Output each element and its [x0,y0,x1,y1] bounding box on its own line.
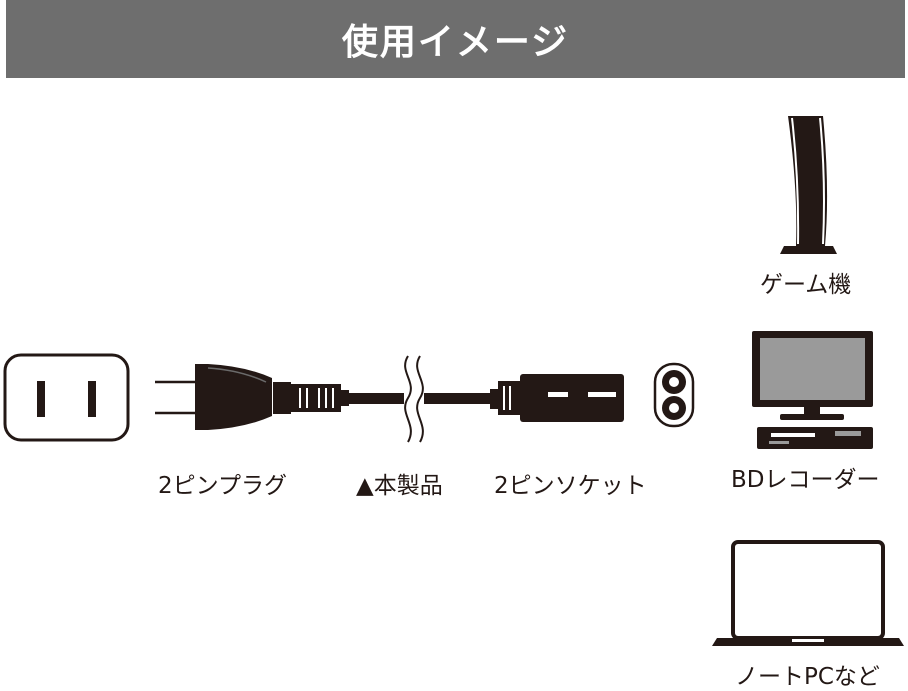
product-label: ▲本製品 [356,473,443,499]
socket-label: 2ピンソケット [494,473,647,499]
cable [349,355,495,443]
figure-eight-inlet-icon [653,362,695,428]
laptop-label: ノートPCなど [735,664,880,690]
two-pin-plug-icon [155,364,349,430]
bd-recorder-icon [757,427,873,449]
plug-label: 2ピンプラグ [158,473,287,499]
tv-icon [752,331,873,420]
wall-outlet-icon [3,353,130,442]
laptop-icon [712,540,904,646]
page-title: 使用イメージ [341,22,570,63]
game-console-icon [780,116,837,254]
two-pin-socket-icon [490,374,624,422]
bd-recorder-label: BDレコーダー [731,467,880,493]
game-console-label: ゲーム機 [760,272,852,298]
header-bar: 使用イメージ [6,0,905,78]
